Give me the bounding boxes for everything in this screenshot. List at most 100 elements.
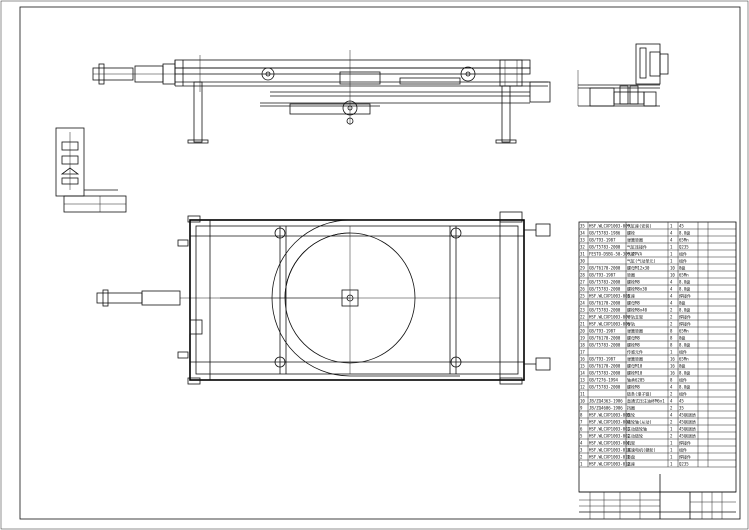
bom-cell-code: GB/T5783-2000 — [589, 307, 621, 312]
bom-cell-no: 10 — [580, 398, 585, 403]
bom-cell-no: 12 — [580, 384, 585, 389]
bom-cell-qty: 4 — [670, 384, 673, 389]
bom-cell-name: 转盘 — [627, 453, 635, 459]
bom-cell-code: GB/T5783-2000 — [589, 286, 621, 291]
bom-cell-qty: 1 — [670, 223, 673, 228]
bom-cell-code: HSF.WLCXP1003-008 — [589, 293, 631, 298]
bom-cell-qty: 1 — [670, 461, 673, 466]
bom-cell-mat: 8.8级 — [679, 278, 690, 284]
bom-cell-no: 35 — [580, 223, 585, 228]
bom-cell-qty: 8 — [670, 328, 673, 333]
bom-cell-name: 螺栓M8x40 — [627, 306, 648, 312]
bom-cell-code: HSF.WLCXP1003-012 — [589, 461, 631, 466]
bom-cell-mat: 焊接件 — [679, 313, 691, 319]
bom-cell-code: HSF.WLCXP1003-003 — [589, 426, 631, 431]
bom-cell-qty: 10 — [670, 265, 675, 270]
bom-cell-code: GB/T5783-2000 — [589, 370, 621, 375]
bom-cell-name: 链条(滚子链) — [627, 390, 652, 396]
bom-cell-name: 传感元件 — [627, 348, 643, 354]
bom-cell-mat: 8级 — [679, 362, 685, 368]
bom-cell-no: 31 — [580, 251, 585, 256]
bom-cell-qty: 1 — [670, 454, 673, 459]
bom-cell-mat: 65Mn — [679, 237, 689, 242]
bom-cell-name: 支座 — [627, 292, 635, 298]
bom-cell-no: 34 — [580, 230, 585, 235]
bom-cell-code: JB/ZQ4606-1986 — [589, 405, 623, 410]
bom-cell-qty: 4 — [670, 230, 673, 235]
bom-cell-qty: 8 — [670, 342, 673, 347]
bom-cell-mat: 35 — [679, 405, 684, 410]
bom-cell-code: HSF.WLCXP1003-010 — [589, 447, 631, 452]
bom-cell-name: 导轨支架 — [627, 313, 643, 319]
bom-cell-no: 11 — [580, 391, 585, 396]
bom-cell-qty: 1 — [670, 447, 673, 452]
bom-cell-qty: 8 — [670, 377, 673, 382]
bom-cell-mat: 组件 — [679, 376, 687, 382]
bom-cell-name: 减速电机(蜗轮) — [627, 446, 656, 452]
bom-cell-no: 14 — [580, 370, 585, 375]
bom-cell-mat: 45钢调质 — [679, 411, 696, 417]
bom-cell-qty: 4 — [670, 237, 673, 242]
bom-cell-qty: 1 — [670, 244, 673, 249]
bom-cell-name: 气缸(气动单元) — [627, 257, 656, 263]
bom-cell-name: 主动链轮 — [627, 432, 643, 438]
bom-cell-qty: 2 — [670, 405, 673, 410]
bom-cell-qty: 4 — [670, 412, 673, 417]
bom-cell-code: GB/T6170-2000 — [589, 335, 621, 340]
bom-cell-qty: 1 — [670, 258, 673, 263]
bom-cell-mat: 8.8级 — [679, 383, 690, 389]
bom-cell-mat: 8.8级 — [679, 341, 690, 347]
bom-cell-mat: 8.8级 — [679, 369, 690, 375]
bom-cell-code: GB/T5783-1986 — [589, 230, 621, 235]
bom-cell-mat: 65Mn — [679, 272, 689, 277]
bom-cell-name: 垫圈 — [627, 271, 635, 277]
bom-cell-qty: 1 — [670, 440, 673, 445]
bom-cell-qty: 1 — [670, 251, 673, 256]
bom-cell-qty: 2 — [670, 307, 673, 312]
bom-cell-mat: 组件 — [679, 348, 687, 354]
bom-cell-no: 15 — [580, 363, 585, 368]
bom-cell-code: HSF.WLCXP1003-011 — [589, 454, 631, 459]
bom-cell-qty: 4 — [670, 279, 673, 284]
bom-cell-mat: Q235 — [679, 244, 689, 249]
bom-cell-no: 33 — [580, 237, 585, 242]
bom-cell-code: JB/ZQ4363-1986 — [589, 398, 623, 403]
bom-cell-qty: 4 — [670, 293, 673, 298]
bom-cell-code: GB/T276-1994 — [589, 377, 618, 382]
bom-cell-mat: 焊接件 — [679, 439, 691, 445]
bom-cell-mat: 组件 — [679, 250, 687, 256]
bom-cell-no: 30 — [580, 258, 585, 263]
bom-cell-code: HSF.WLCXP1003-007 — [589, 314, 631, 319]
bom-cell-mat: 焊接件 — [679, 453, 691, 459]
bom-cell-name: 螺栓M10 — [627, 369, 643, 375]
bom-cell-name: 弹簧垫圈 — [627, 355, 643, 361]
bom-cell-mat: 组件 — [679, 390, 687, 396]
bom-cell-no: 20 — [580, 328, 585, 333]
bom-cell-mat: 65Mn — [679, 356, 689, 361]
bom-cell-mat: 45 — [679, 223, 684, 228]
bom-cell-qty: 10 — [670, 272, 675, 277]
bom-cell-code: GB/T5783-2000 — [589, 384, 621, 389]
bom-cell-qty: 1 — [670, 349, 673, 354]
bom-cell-code: HSF.WLCXP1003-001 — [589, 440, 631, 445]
bom-cell-name: 螺栓M8 — [627, 383, 640, 389]
bom-cell-name: 螺母M8 — [627, 299, 640, 305]
pneumatic-schematic — [55, 127, 127, 213]
bom-cell-name: 链轮轴(从动) — [627, 418, 652, 424]
bom-cell-no: 3 — [580, 447, 583, 452]
bom-cell-qty: 8 — [670, 335, 673, 340]
bom-cell-qty: 2 — [670, 391, 673, 396]
bom-cell-code: GB/T6170-2000 — [589, 265, 621, 270]
bom-cell-mat: 焊接件 — [679, 292, 691, 298]
bom-cell-name: 链轮 — [627, 411, 635, 417]
bom-cell-code: GB/T93-1987 — [589, 237, 616, 242]
bom-cell-mat: 焊接件 — [679, 320, 691, 326]
bom-cell-no: 2 — [580, 454, 583, 459]
bom-cell-no: 1 — [580, 461, 583, 466]
bom-cell-no: 6 — [580, 426, 583, 431]
bom-cell-qty: 16 — [670, 356, 675, 361]
bom-cell-mat: 8.8级 — [679, 306, 690, 312]
bom-cell-mat: 8级 — [679, 264, 685, 270]
bom-cell-code: HSF.WLCXP1003-002 — [589, 433, 631, 438]
